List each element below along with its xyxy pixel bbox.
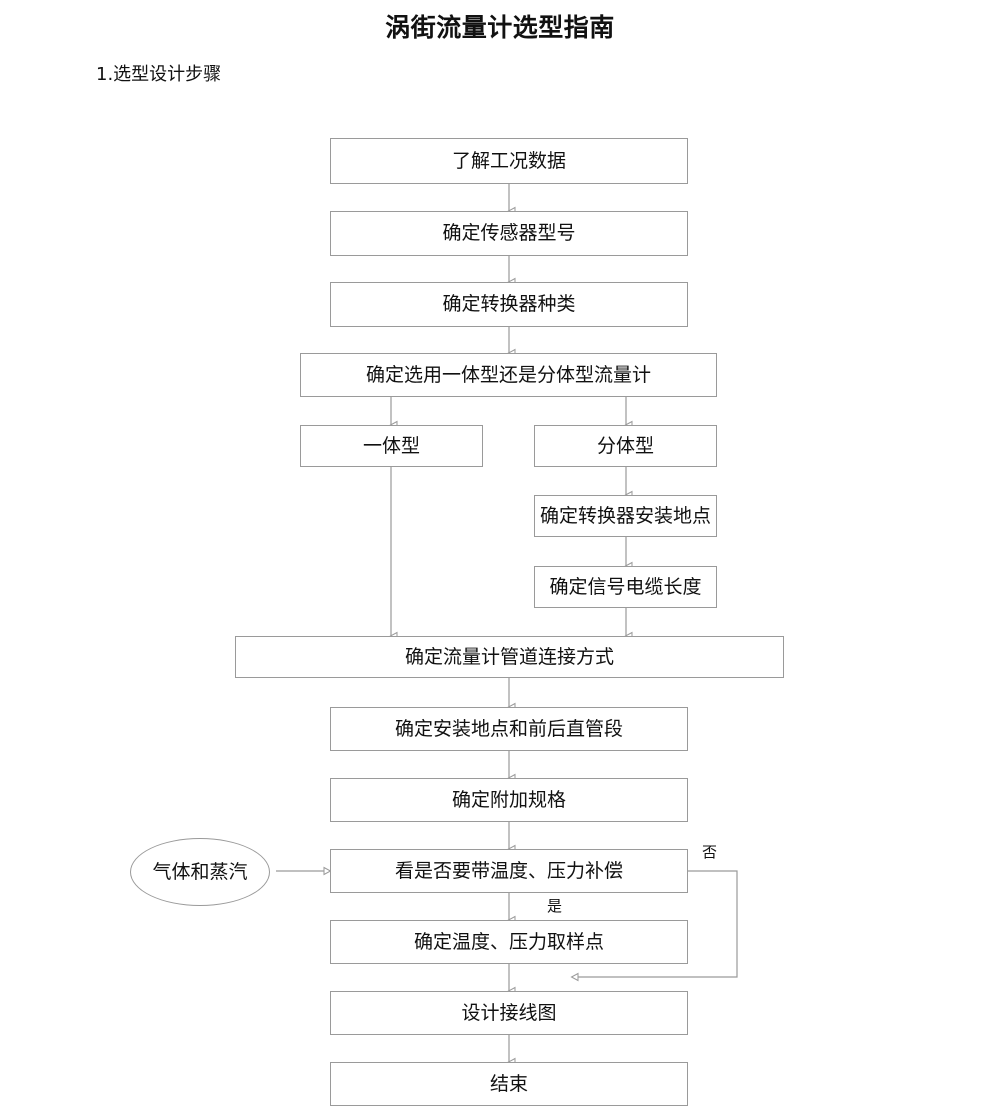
node-integrated-type[interactable]: 一体型: [300, 425, 483, 467]
node-label: 确定安装地点和前后直管段: [394, 717, 623, 740]
node-label: 结束: [489, 1072, 528, 1095]
node-need-temp-pressure-compensation[interactable]: 看是否要带温度、压力补偿: [330, 849, 688, 893]
node-sensor-model[interactable]: 确定传感器型号: [330, 211, 688, 256]
node-label: 确定信号电缆长度: [549, 575, 702, 598]
node-additional-specs[interactable]: 确定附加规格: [330, 778, 688, 822]
node-label: 确定转换器种类: [442, 293, 576, 315]
node-label: 分体型: [596, 434, 654, 457]
node-label: 确定温度、压力取样点: [413, 930, 604, 953]
section-heading: 1.选型设计步骤: [96, 64, 222, 85]
node-label: 气体和蒸汽: [152, 860, 248, 883]
node-label: 看是否要带温度、压力补偿: [394, 859, 623, 882]
node-label: 确定转换器安装地点: [539, 504, 711, 527]
node-converter-install-location[interactable]: 确定转换器安装地点: [534, 495, 717, 537]
node-label: 确定传感器型号: [442, 222, 576, 244]
node-split-type[interactable]: 分体型: [534, 425, 717, 467]
node-converter-type[interactable]: 确定转换器种类: [330, 282, 688, 327]
node-label: 一体型: [362, 434, 420, 457]
node-understand-conditions[interactable]: 了解工况数据: [330, 138, 688, 184]
node-integrated-or-split[interactable]: 确定选用一体型还是分体型流量计: [300, 353, 717, 397]
node-temp-pressure-sampling-point[interactable]: 确定温度、压力取样点: [330, 920, 688, 964]
node-install-location-straight-pipe[interactable]: 确定安装地点和前后直管段: [330, 707, 688, 751]
node-label: 确定附加规格: [451, 788, 566, 811]
node-gas-and-steam[interactable]: 气体和蒸汽: [130, 838, 270, 906]
node-wiring-diagram[interactable]: 设计接线图: [330, 991, 688, 1035]
node-label: 确定选用一体型还是分体型流量计: [365, 363, 651, 386]
node-end[interactable]: 结束: [330, 1062, 688, 1106]
node-label: 了解工况数据: [451, 149, 566, 172]
node-signal-cable-length[interactable]: 确定信号电缆长度: [534, 566, 717, 608]
node-label: 确定流量计管道连接方式: [404, 645, 614, 668]
edge-label-no: 否: [702, 843, 718, 861]
node-label: 设计接线图: [461, 1001, 557, 1024]
node-pipe-connection-method[interactable]: 确定流量计管道连接方式: [235, 636, 784, 678]
page-title: 涡街流量计选型指南: [385, 13, 615, 42]
edge-label-yes: 是: [547, 897, 563, 915]
